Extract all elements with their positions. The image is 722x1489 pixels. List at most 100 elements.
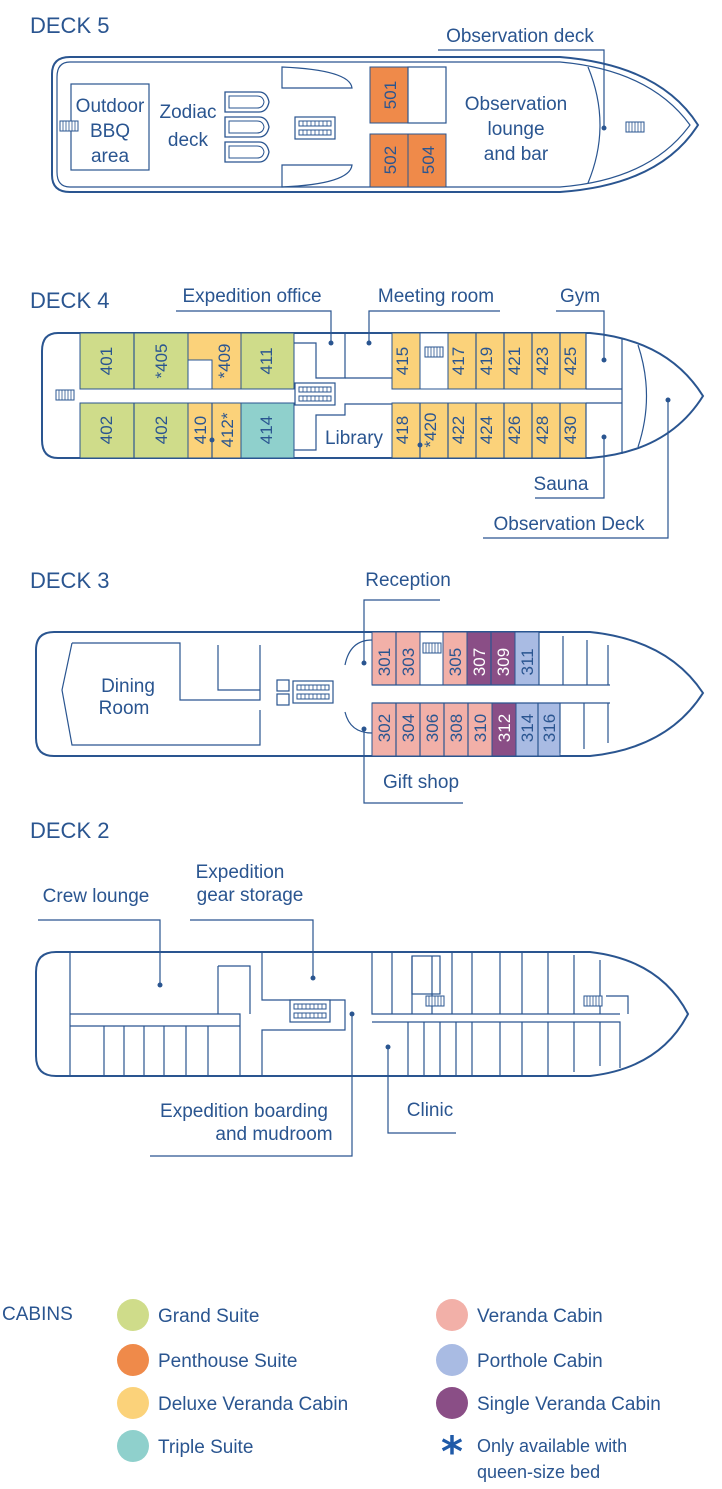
library-label: Library [325, 428, 384, 449]
cabin-label: 426 [505, 416, 524, 444]
bbq-label-2: BBQ [90, 121, 130, 142]
deck-3-title: DECK 3 [30, 568, 109, 593]
stairs-icon [294, 382, 336, 406]
deck-4-title: DECK 4 [30, 288, 109, 313]
cabin-label: 414 [257, 416, 276, 444]
obs-deck-4-label: Observation Deck [493, 514, 645, 535]
deck-2: DECK 2 Crew lounge Expedition gear stora… [30, 818, 690, 1157]
deck-2-title: DECK 2 [30, 818, 109, 843]
legend-note: queen-size bed [477, 1462, 600, 1482]
cabin-411 [240, 332, 295, 390]
cabin-502 [369, 133, 409, 188]
stairs-icon [425, 995, 445, 1007]
zodiac-label-2: deck [168, 130, 209, 151]
legend-label: Single Veranda Cabin [477, 1394, 661, 1415]
cabin-label: 412* [218, 412, 237, 447]
cabin-label: 417 [449, 347, 468, 375]
cabin-410-412 [187, 402, 242, 459]
deck-3: DECK 3 Dining Room 301 303 305 307 309 3… [30, 568, 705, 804]
cabin-label: *420 [421, 413, 440, 448]
sauna-label: Sauna [534, 474, 589, 495]
cabin-504 [407, 133, 447, 188]
crew-lounge-label: Crew lounge [43, 886, 150, 907]
stairs-icon [294, 116, 336, 140]
deck-2-hull [35, 951, 690, 1077]
cabin-label: 302 [375, 714, 394, 742]
stairs-icon [583, 995, 603, 1007]
cabin-label: 415 [393, 347, 412, 375]
bbq-label-1: Outdoor [76, 96, 145, 117]
legend-swatch [117, 1430, 149, 1462]
cabin-label: 310 [471, 714, 490, 742]
gift-shop-label: Gift shop [383, 772, 459, 793]
legend-note: Only available with [477, 1436, 627, 1456]
clinic-label: Clinic [407, 1100, 453, 1121]
zodiac-boat-icon [224, 116, 270, 138]
cabin-label: 421 [505, 347, 524, 375]
legend-label: Veranda Cabin [477, 1306, 603, 1327]
stairs-icon [424, 346, 444, 358]
cabin-label: 305 [446, 648, 465, 676]
cabin-label: 306 [423, 714, 442, 742]
cabin-label: 423 [533, 347, 552, 375]
boarding-label-1: Expedition boarding [160, 1101, 328, 1122]
stairs-icon [625, 121, 645, 133]
deck-5: DECK 5 Outdoor BBQ area Zodiac deck 501 … [30, 13, 700, 193]
meeting-room-label: Meeting room [378, 286, 494, 307]
cabin-label: 422 [449, 416, 468, 444]
cabin-label: 411 [257, 347, 276, 374]
cabin-414 [240, 402, 295, 459]
cabin-label: *409 [215, 344, 234, 379]
dining-label-1: Dining [101, 676, 155, 697]
cabin-label: 401 [97, 347, 116, 375]
dining-label-2: Room [99, 698, 150, 719]
cabin-label: 312 [495, 714, 514, 742]
legend-swatch [436, 1299, 468, 1331]
legend-title: CABINS [2, 1304, 73, 1325]
cabin-label: 430 [561, 416, 580, 444]
cabins-302-310 [371, 702, 493, 757]
legend-swatch [117, 1299, 149, 1331]
deck-5-title: DECK 5 [30, 13, 109, 38]
expedition-office-label: Expedition office [182, 286, 321, 307]
legend-label: Grand Suite [158, 1306, 259, 1327]
obs-lounge-label-1: Observation [465, 94, 567, 115]
stairs-icon [289, 999, 331, 1023]
obs-deck-label: Observation deck [446, 26, 594, 47]
asterisk-icon: * [441, 1427, 463, 1476]
cabin-label: 301 [375, 648, 394, 676]
obs-lounge-label-2: lounge [487, 119, 544, 140]
cabin-311 [514, 631, 540, 686]
cabin-label: 502 [381, 146, 400, 174]
deck-4: DECK 4 401 *405 *409 411 402 402 410 412… [30, 286, 705, 539]
zodiac-label-1: Zodiac [159, 102, 216, 123]
reception-label: Reception [365, 570, 451, 591]
cabin-label: 425 [561, 347, 580, 375]
legend-swatch [436, 1387, 468, 1419]
legend-label: Porthole Cabin [477, 1351, 603, 1372]
cabin-312 [491, 702, 517, 757]
cabins-418-430 [391, 402, 587, 459]
cabin-label: 418 [393, 416, 412, 444]
stairs-icon [59, 120, 79, 132]
legend-swatch [436, 1344, 468, 1376]
boarding-label-2: and mudroom [215, 1124, 332, 1145]
bbq-label-3: area [91, 146, 129, 167]
deck-5-hull [51, 56, 700, 193]
legend-label: Deluxe Veranda Cabin [158, 1394, 348, 1415]
cabin-501 [369, 66, 409, 124]
cabin-label: 402 [97, 416, 116, 444]
zodiac-boat-icon [224, 141, 270, 163]
legend-label: Penthouse Suite [158, 1351, 297, 1372]
cabin-label: 314 [518, 714, 537, 742]
legend-swatch [117, 1344, 149, 1376]
legend-label: Triple Suite [158, 1437, 253, 1458]
stairs-icon [422, 642, 442, 654]
cabin-label: 419 [477, 347, 496, 375]
cabin-label: 311 [518, 648, 537, 675]
stairs-icon [55, 389, 75, 401]
cabin-label: *405 [152, 344, 171, 379]
cabin-label: 308 [447, 714, 466, 742]
